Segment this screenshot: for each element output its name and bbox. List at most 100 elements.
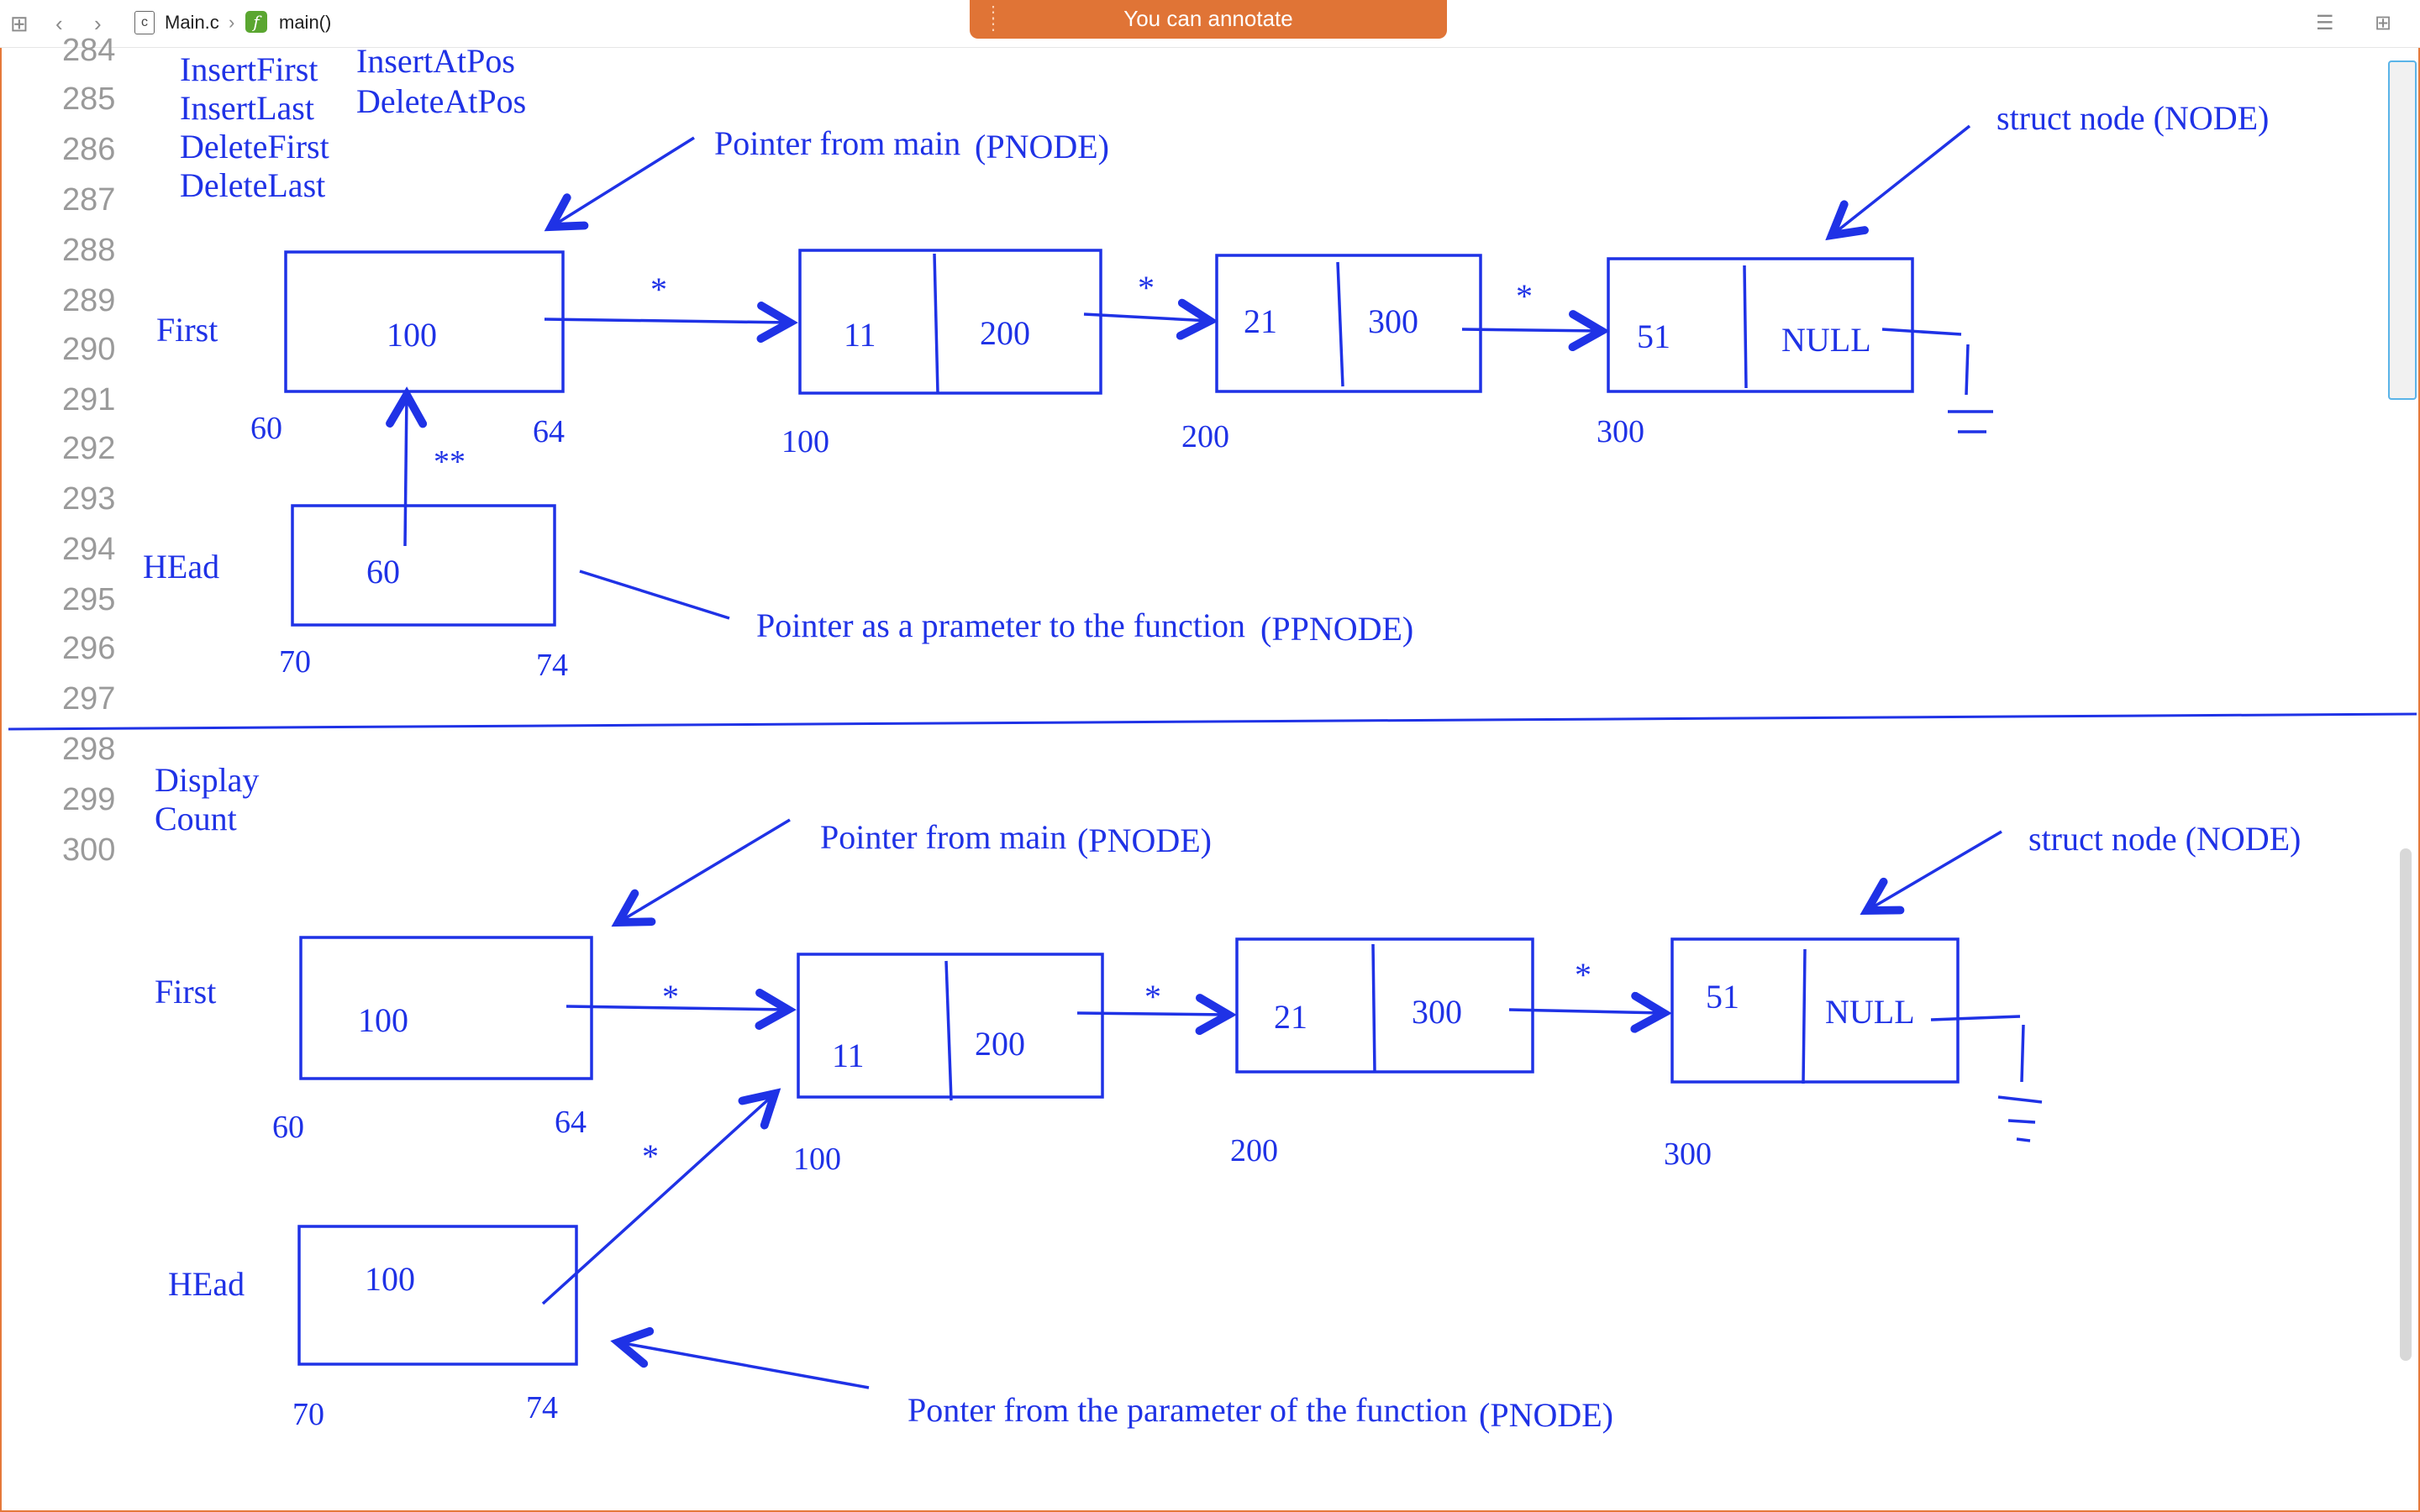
star-2-bottom: * [1144,978,1161,1016]
forward-icon[interactable]: › [94,11,102,36]
label-pnode: (PNODE) [975,128,1109,165]
label-ppnode: (PPNODE) [1260,610,1413,648]
first-addr-end: 64 [533,414,565,449]
line-number: 294 [62,532,116,567]
label-pnode-bottom: (PNODE) [1077,822,1212,859]
node1-addr-bottom: 100 [793,1142,841,1177]
node1-data-bottom: 11 [832,1037,865,1074]
head-pointer-box [291,504,556,627]
pointer-param-arrow-bottom [618,1342,870,1389]
op-count: Count [155,800,237,837]
op-insert-at-pos: InsertAtPos [356,42,515,80]
breadcrumb-function[interactable]: main() [279,12,332,33]
ground-icon [1948,344,1993,433]
label-head: HEad [143,548,219,585]
line-number: 289 [62,283,116,318]
pointer-from-main-arrow-bottom [618,818,791,922]
vertical-scrollbar[interactable] [2400,848,2412,1361]
line-number: 300 [62,832,116,868]
first-value: 100 [387,316,437,354]
star-3: * [1516,277,1533,315]
annotate-banner[interactable]: ⋮⋮ You can annotate [970,0,1447,39]
op-display: Display [155,761,259,799]
first-addr-end-bottom: 64 [555,1105,587,1140]
line-number: 285 [62,81,116,117]
breadcrumb-file[interactable]: Main.c [165,12,219,33]
node2-to-node3-arrow-bottom [1508,1010,1664,1013]
struct-node-arrow [1832,124,1971,235]
star-3-bottom: * [1575,956,1591,994]
node2-box-bottom [1235,937,1534,1074]
label-head-bottom: HEad [168,1265,245,1303]
function-icon: f [245,11,267,33]
drag-handle-icon[interactable]: ⋮⋮ [985,3,1002,34]
label-first-bottom: First [155,973,216,1011]
label-first: First [156,311,218,349]
label-pointer-param: Pointer as a prameter to the function [756,606,1245,644]
node2-next: 300 [1368,302,1418,340]
line-number: 288 [62,233,116,268]
line-number: 286 [62,132,116,167]
line-number: 295 [62,582,116,617]
node1-addr: 100 [781,424,829,459]
node3-addr: 300 [1597,414,1644,449]
line-number: 292 [62,431,116,466]
minimap-panel[interactable] [2388,60,2417,400]
label-pointer-from-main-bottom: Pointer from main [820,818,1066,856]
line-number: 284 [62,33,116,68]
head-addr-start: 70 [279,644,311,680]
top-diagram: InsertFirst InsertLast DeleteFirst Delet… [143,42,2269,683]
node1-to-node2-arrow [1083,314,1210,321]
null-line-bottom [1930,1015,2021,1021]
editor-toolbar: ⊞ ‹ › c Main.c › f main() ⋮⋮ You can ann… [0,0,2420,48]
label-struct-node-bottom: struct node (NODE) [2028,820,2301,858]
back-icon[interactable]: ‹ [55,11,63,36]
label-struct-node: struct node (NODE) [1996,99,2269,137]
first-to-node1-arrow [544,319,790,323]
double-star: ** [434,444,466,480]
list-view-icon[interactable]: ☰ [2316,12,2334,34]
head-value: 60 [366,553,400,591]
head-addr-end-bottom: 74 [526,1390,558,1425]
node1-divider-bottom [944,960,953,1101]
breadcrumb-chevron-icon: › [229,12,235,33]
node1-box [798,249,1102,395]
head-addr-end: 74 [536,648,568,683]
node2-data-bottom: 21 [1274,998,1307,1036]
first-addr-start-bottom: 60 [272,1110,304,1145]
bottom-diagram: Display Count Pointer from main (PNODE) … [155,761,2301,1434]
grid-icon[interactable]: ⊞ [10,11,29,36]
node2-next-bottom: 300 [1412,993,1462,1031]
pointer-param-line [579,570,730,620]
star-1-bottom: * [662,978,679,1016]
pointer-from-main-arrow [551,136,695,227]
split-editor-icon[interactable]: ⊞ [2375,12,2392,34]
line-number: 297 [62,681,116,717]
star-1: * [650,270,667,308]
node3-addr-bottom: 300 [1664,1137,1712,1172]
op-delete-at-pos: DeleteAtPos [356,82,526,120]
star-2: * [1138,269,1155,307]
node3-data: 51 [1637,318,1670,355]
line-number: 291 [62,382,116,417]
op-delete-last: DeleteLast [180,166,325,204]
first-pointer-box-bottom [299,936,593,1080]
node1-data: 11 [844,316,876,354]
node2-addr: 200 [1181,419,1229,454]
ground-icon-bottom [1997,1024,2043,1142]
op-delete-first: DeleteFirst [180,128,329,165]
node2-divider [1336,261,1344,387]
node2-to-node3-arrow [1461,329,1602,331]
node1-next: 200 [980,314,1030,352]
node3-next-bottom: NULL [1825,993,1915,1031]
line-number: 293 [62,481,116,517]
node1-divider [933,253,939,394]
node3-next: NULL [1781,321,1871,359]
node2-data: 21 [1244,302,1277,340]
c-file-icon: c [134,11,155,34]
label-pointer-param-bottom: Ponter from the parameter of the functio… [908,1391,1467,1429]
head-to-node1-arrow [541,1094,775,1305]
null-line [1881,328,1962,336]
node1-next-bottom: 200 [975,1025,1025,1063]
first-addr-start: 60 [250,411,282,446]
